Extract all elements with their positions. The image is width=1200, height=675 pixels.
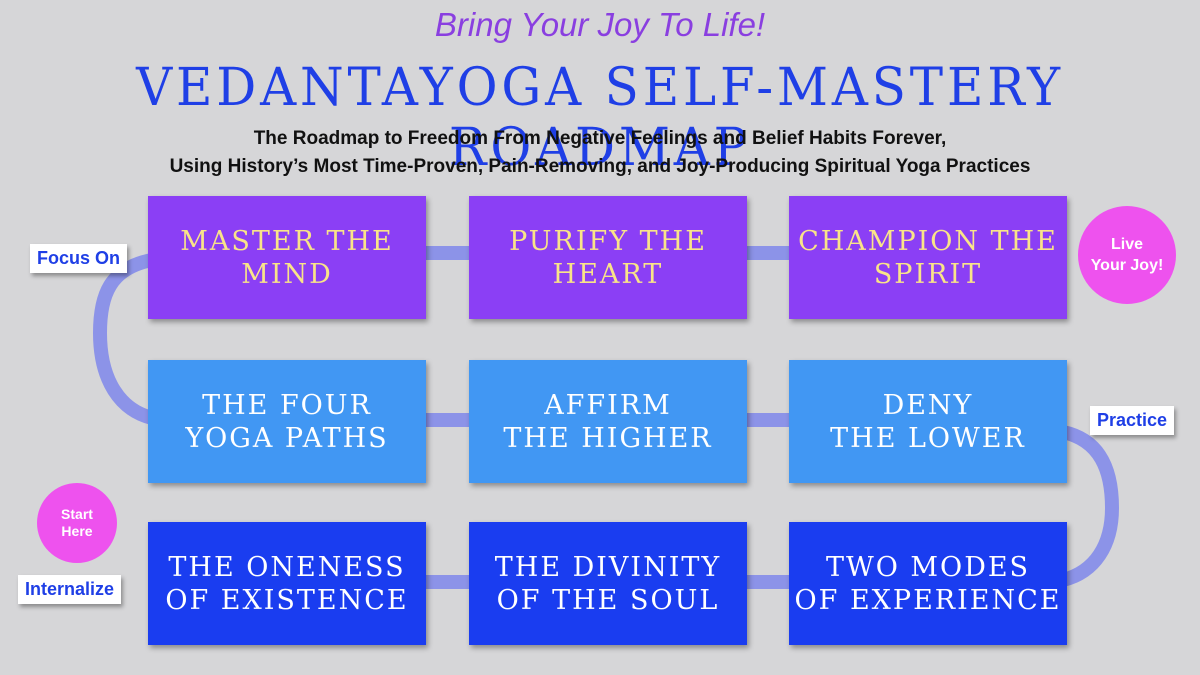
step-affirm-the-higher: Affirm the Higher <box>469 360 747 483</box>
live-your-joy-badge: Live Your Joy! <box>1078 206 1176 304</box>
step-two-modes-of-experience: Two Modes of Experience <box>789 522 1067 645</box>
page-title: VedantaYoga Self-Mastery Roadmap <box>136 58 1064 178</box>
step-label: Deny the Lower <box>830 389 1026 454</box>
step-label: Master the Mind <box>180 225 394 290</box>
step-label: The Oneness of Existence <box>165 551 409 616</box>
step-champion-the-spirit: Champion the Spirit <box>789 196 1067 319</box>
step-label: The Four Yoga Paths <box>185 389 389 454</box>
step-label: Purify the Heart <box>509 225 707 290</box>
subtitle-line-2: Using History’s Most Time-Proven, Pain-R… <box>169 156 1031 177</box>
tagline: Bring Your Joy To Life! <box>434 6 766 43</box>
step-label: Two Modes of Experience <box>794 551 1062 616</box>
step-oneness-of-existence: The Oneness of Existence <box>148 522 426 645</box>
step-label: Affirm the Higher <box>503 389 713 454</box>
step-divinity-of-the-soul: The Divinity of the Soul <box>469 522 747 645</box>
step-master-the-mind: Master the Mind <box>148 196 426 319</box>
internalize-label: Internalize <box>18 575 122 604</box>
step-label: The Divinity of the Soul <box>494 551 722 616</box>
practice-label: Practice <box>1090 406 1175 435</box>
start-here-badge: Start Here <box>37 483 117 563</box>
step-four-yoga-paths: The Four Yoga Paths <box>148 360 426 483</box>
step-purify-the-heart: Purify the Heart <box>469 196 747 319</box>
subtitle-line-1: The Roadmap to Freedom From Negative Fee… <box>253 128 947 149</box>
focus-on-label: Focus On <box>30 244 128 273</box>
step-deny-the-lower: Deny the Lower <box>789 360 1067 483</box>
step-label: Champion the Spirit <box>798 225 1058 290</box>
